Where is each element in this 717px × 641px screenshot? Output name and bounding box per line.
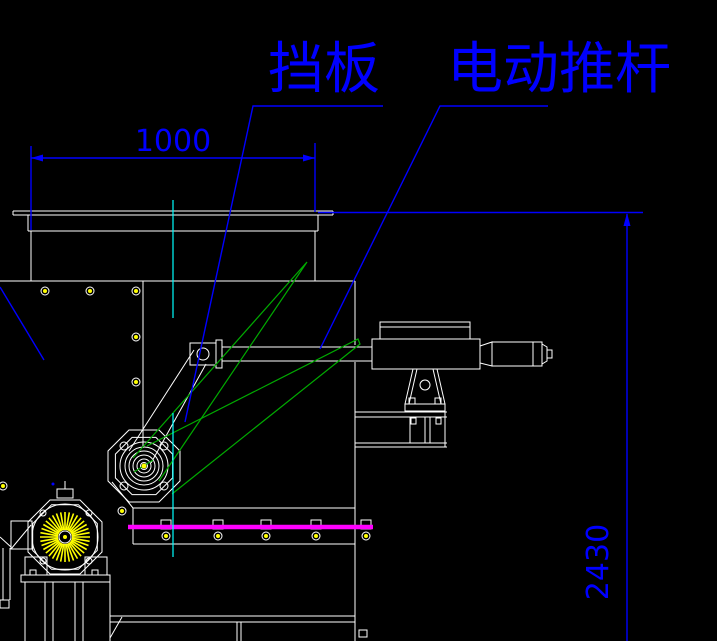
bolt-markers (0, 286, 371, 541)
fan-hub (58, 530, 72, 544)
push-rod (189, 339, 372, 369)
actuator-label: 电动推杆 (447, 37, 671, 102)
drive-motor (0, 481, 111, 641)
pivot-hub-flange (107, 429, 181, 503)
blue-node-dot (51, 482, 55, 486)
actuator-mount-bracket (355, 368, 447, 448)
dimension-2430: 2430 (318, 211, 643, 641)
electric-actuator-body (371, 321, 553, 370)
discharge-flange-box (132, 507, 372, 545)
leader-actuator (319, 105, 548, 350)
dim-2430-text: 2430 (581, 524, 616, 600)
dimension-1000: 1000 (30, 124, 316, 230)
fan-hub-dot (63, 535, 67, 539)
dim-1000-text: 1000 (135, 124, 211, 159)
leader-baffle (0, 105, 383, 423)
base-frame (109, 615, 368, 641)
motor-fan-icon (40, 512, 90, 562)
hub-center-dot (141, 463, 147, 469)
baffle-label: 挡板 (268, 37, 380, 102)
